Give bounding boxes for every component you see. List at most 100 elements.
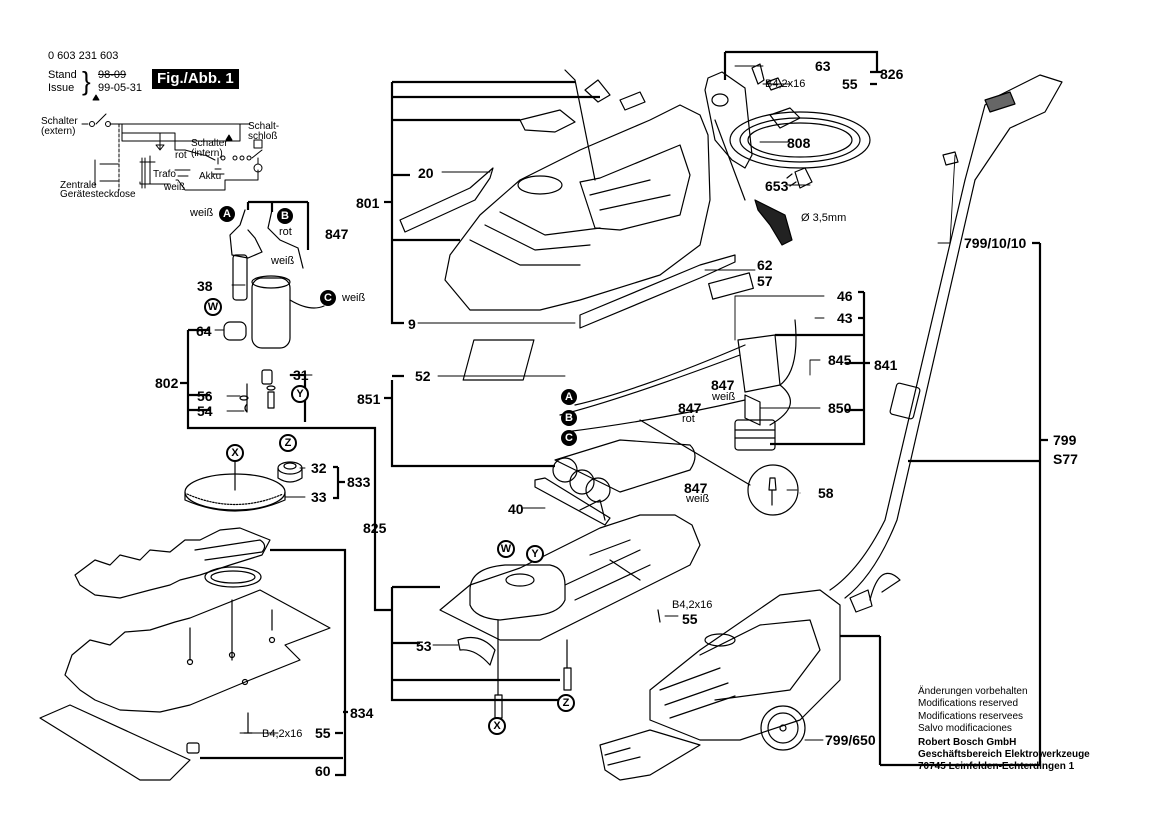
part-label-847-white-battery[interactable]: 847 [684,480,708,496]
part-label-9[interactable]: 9 [408,316,416,332]
marker-a-battery: A [561,389,577,405]
part-label-46[interactable]: 46 [837,288,853,304]
schematic-wire-white: weiß [164,182,186,193]
part-label-833[interactable]: 833 [347,474,371,490]
part-label-845[interactable]: 845 [828,352,852,368]
part-label-57[interactable]: 57 [757,273,773,289]
footer-note-fr: Modifications reservees [918,710,1024,722]
footer-address: 70745 Leinfelden-Echterdingen 1 [918,761,1075,773]
issue-date: 99-05-31 [98,82,143,94]
marker-z-pin: Z [557,694,575,712]
blade-upper-drawing [74,527,271,599]
part-label-43[interactable]: 43 [837,310,853,326]
part-label-799[interactable]: 799 [1053,432,1077,448]
handle-tube-drawing [829,74,1063,613]
schematic-wire-red: rot [175,150,187,161]
battery-pack-drawing [534,439,696,526]
issue-label: Issue [48,82,75,94]
marker-y: Y [291,385,309,403]
schematic-socket-2: Gerätesteckdose [60,189,136,200]
part-label-32[interactable]: 32 [311,460,327,476]
part-label-62[interactable]: 62 [757,257,773,273]
part-label-52[interactable]: 52 [415,368,431,384]
part-label-55-center[interactable]: 55 [682,611,698,627]
part-label-60[interactable]: 60 [315,763,331,779]
schematic-battery: Akku [199,171,222,182]
wire-label-white-c: weiß [342,292,366,304]
wire-label-white-battery: weiß [686,493,710,505]
gear-drawing [184,459,303,512]
part-label-808[interactable]: 808 [787,135,811,151]
marker-w-housing: W [497,540,515,558]
part-label-847-red[interactable]: 847 [678,400,702,416]
brace: } [82,66,91,96]
schematic-switch-internal-2: (intern) [191,148,223,159]
part-label-55-left[interactable]: 55 [315,725,331,741]
part-label-847-white-board[interactable]: 847 [711,377,735,393]
schematic-keyswitch-2: schloß [248,131,278,142]
part-label-56[interactable]: 56 [197,388,213,404]
part-label-850[interactable]: 850 [828,400,852,416]
part-label-826[interactable]: 826 [880,66,904,82]
schematic-socket-1: Zentrale [60,180,97,191]
part-label-38[interactable]: 38 [197,278,213,294]
wire-label-white-a: weiß [190,207,214,219]
wire-label-white-board: weiß [712,391,736,403]
marker-z-pinion: Z [279,434,297,452]
housing-lower-drawing [439,499,701,719]
part-label-40[interactable]: 40 [508,501,524,517]
part-label-55-top[interactable]: 55 [842,76,858,92]
stand-label: Stand [48,69,77,81]
marker-x-gear: X [226,444,244,462]
part-label-64[interactable]: 64 [196,323,212,339]
wiring-schematic [81,94,263,191]
footer-division: Geschäftsbereich Elektrowerkzeuge [918,749,1090,761]
electronics-drawing [462,319,799,516]
marker-x-pin: X [488,717,506,735]
screw-spec-center: B4,2x16 [672,599,713,611]
part-label-834[interactable]: 834 [350,705,374,721]
schematic-switch-external-1: Schalter [41,116,78,127]
part-label-799-10-10[interactable]: 799/10/10 [964,235,1027,251]
part-label-33[interactable]: 33 [311,489,327,505]
part-label-851[interactable]: 851 [357,391,381,407]
schematic-switch-internal-1: Schalter [191,138,228,149]
footer-note-es: Salvo modificaciones [918,723,1012,735]
marker-c: C [320,290,336,306]
housing-upper-drawing [399,69,754,329]
leader-lines [180,50,1048,777]
part-number: 0 603 231 603 [48,50,119,62]
part-label-847[interactable]: 847 [325,226,349,242]
blade-lower-drawing [39,589,331,781]
wire-label-red-b: rot [279,226,292,238]
part-label-54[interactable]: 54 [197,403,213,419]
footer-note-en: Modifications reserved [918,698,1019,710]
part-label-63[interactable]: 63 [815,58,831,74]
schematic-switch-external-2: (extern) [41,126,76,137]
motor-assembly-drawing [223,209,325,413]
part-label-802[interactable]: 802 [155,375,179,391]
part-label-S77[interactable]: S77 [1053,451,1078,467]
screw-spec-left: B4,2x16 [262,728,303,740]
wire-label-red-battery: rot [682,413,695,425]
assembled-shear-drawing [599,589,841,781]
schematic-transformer: Trafo [153,169,176,180]
part-label-801[interactable]: 801 [356,195,380,211]
part-label-20[interactable]: 20 [418,165,434,181]
marker-a: A [219,206,235,222]
marker-b-battery: B [561,410,577,426]
part-label-825[interactable]: 825 [363,520,387,536]
part-label-58[interactable]: 58 [818,485,834,501]
schematic-keyswitch-1: Schalt- [248,121,280,132]
drill-spec: Ø 3,5mm [801,212,847,224]
power-cord-drawing [704,63,871,246]
part-label-53[interactable]: 53 [416,638,432,654]
part-label-841[interactable]: 841 [874,357,898,373]
part-label-799-650[interactable]: 799/650 [825,732,876,748]
screw-spec-top: B4,2x16 [765,78,806,90]
marker-y-housing: Y [526,545,544,563]
part-label-31[interactable]: 31 [293,367,309,383]
part-label-653[interactable]: 653 [765,178,789,194]
marker-b: B [277,208,293,224]
